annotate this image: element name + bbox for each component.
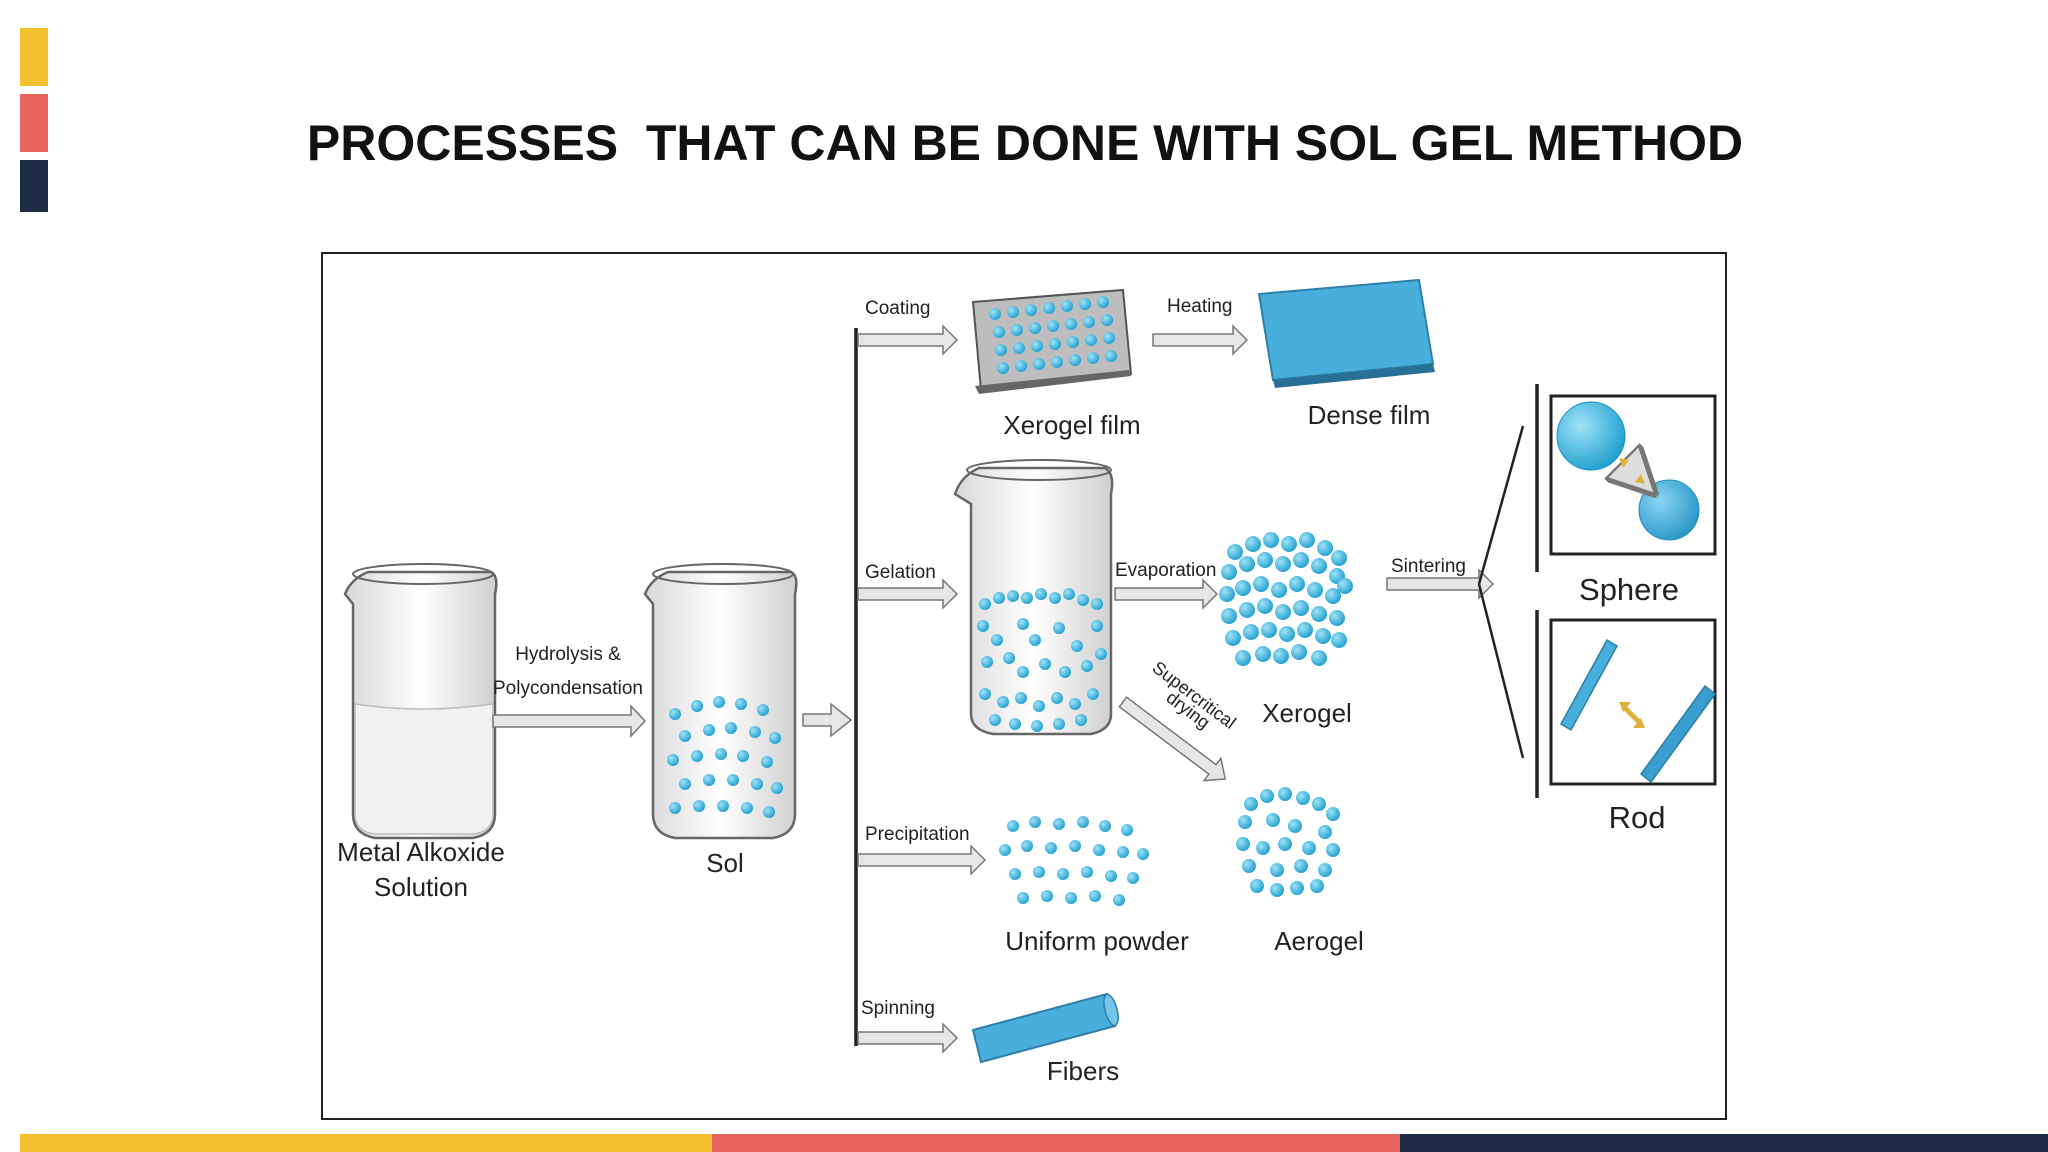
xerogel-label: Xerogel (1262, 698, 1352, 728)
supercritical-drying-arrow (1118, 696, 1227, 782)
evaporation-arrow (1114, 578, 1219, 610)
sphere-label: Sphere (1579, 572, 1679, 607)
hydrolysis-arrow (492, 704, 647, 738)
sol-particles (667, 696, 783, 818)
aerogel-label: Aerogel (1274, 926, 1364, 956)
sphere-box (1549, 394, 1717, 556)
hydrolysis-label-2: Polycondensation (493, 678, 643, 699)
accent-block-yellow (20, 28, 48, 86)
hydrolysis-label-1: Hydrolysis & (515, 644, 621, 665)
beaker-sol (643, 563, 798, 840)
coating-label: Coating (865, 298, 931, 319)
xerogel-film-label: Xerogel film (1003, 410, 1140, 440)
slide-title: PROCESSES THAT CAN BE DONE WITH SOL GEL … (306, 115, 1744, 171)
sintering-arrow (1386, 384, 1539, 798)
accent-block-navy (20, 160, 48, 212)
uniform-powder-label: Uniform powder (1005, 926, 1189, 956)
bottom-bar-navy (1400, 1134, 2048, 1152)
fibers (971, 992, 1119, 1064)
bottom-bar-red (712, 1134, 1400, 1152)
beaker-metal-alkoxide (343, 563, 498, 840)
metal-alkoxide-label-2: Solution (374, 872, 468, 902)
dense-film-label: Dense film (1308, 400, 1431, 430)
beaker-gelation (953, 459, 1114, 736)
sol-to-branch-arrow (802, 702, 853, 738)
spinning-label: Spinning (861, 998, 935, 1019)
fibers-label: Fibers (1047, 1056, 1119, 1086)
gelation-label: Gelation (865, 562, 936, 583)
rod-label: Rod (1609, 800, 1666, 835)
heating-arrow (1152, 324, 1249, 356)
dense-film (1257, 278, 1435, 388)
uniform-powder (999, 816, 1149, 906)
sintering-label: Sintering (1391, 556, 1466, 577)
sol-gel-diagram: Metal Alkoxide Solution Hydrolysis & Pol… (321, 252, 1727, 1120)
evaporation-label: Evaporation (1115, 560, 1216, 581)
metal-alkoxide-label-1: Metal Alkoxide (337, 837, 505, 867)
branch-arrows (857, 324, 987, 1054)
xerogel-cluster (1219, 532, 1353, 666)
rod-box (1549, 618, 1717, 786)
sol-label: Sol (706, 848, 744, 878)
accent-block-red (20, 94, 48, 152)
bottom-bar-yellow (20, 1134, 712, 1152)
precipitation-label: Precipitation (865, 824, 970, 845)
aerogel-cluster (1236, 787, 1340, 897)
xerogel-film (971, 288, 1133, 394)
heating-label: Heating (1167, 296, 1233, 317)
